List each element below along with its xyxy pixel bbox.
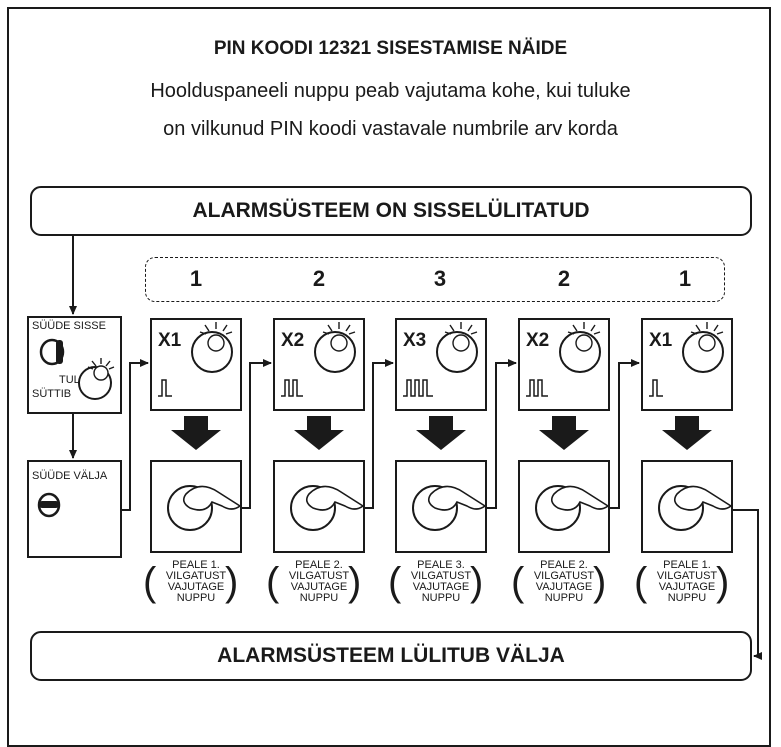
connector-end bbox=[733, 509, 762, 660]
big-down-arrow-icon bbox=[171, 416, 221, 450]
connector-2-3 bbox=[365, 359, 394, 509]
blink-led-icon bbox=[330, 334, 348, 352]
caption-paren-open-5: ( bbox=[634, 560, 648, 604]
pulse-signal-icon bbox=[281, 379, 303, 397]
caption-paren-close-5: ) bbox=[716, 560, 730, 604]
blink-count-3: X3 bbox=[403, 330, 427, 351]
blink-count-1: X1 bbox=[158, 330, 182, 351]
pin-digit-5: 1 bbox=[678, 266, 692, 291]
subtitle-line-1: Hoolduspaneeli nuppu peab vajutama kohe,… bbox=[150, 80, 631, 102]
pin-digit-3: 3 bbox=[433, 266, 447, 291]
finger-icon bbox=[427, 485, 487, 511]
blink-count-4: X2 bbox=[526, 330, 550, 351]
connector-4-5 bbox=[610, 359, 640, 509]
pin-digit-2: 2 bbox=[312, 266, 326, 291]
caption-paren-open-4: ( bbox=[511, 560, 525, 604]
diagram-title: PIN KOODI 12321 SISESTAMISE NÄIDE bbox=[213, 38, 568, 59]
blink-led-icon bbox=[452, 334, 470, 352]
light-label-1: TULI bbox=[59, 374, 83, 386]
blink-count-5: X1 bbox=[649, 330, 673, 351]
light-rays-icon bbox=[690, 322, 724, 335]
pin-digit-1: 1 bbox=[189, 266, 203, 291]
light-label-2: SÜTTIB bbox=[32, 388, 72, 400]
caption-paren-close-3: ) bbox=[470, 560, 484, 604]
lit-button-icon bbox=[78, 358, 115, 400]
finger-icon bbox=[673, 485, 733, 511]
key-off-icon bbox=[37, 492, 61, 518]
big-down-arrows bbox=[171, 416, 712, 450]
pin-digits-frame bbox=[145, 257, 725, 302]
pulse-signal-icon bbox=[403, 379, 433, 397]
caption-paren-close-1: ) bbox=[225, 560, 239, 604]
pin-digit-4: 2 bbox=[557, 266, 571, 291]
blink-led-icon bbox=[207, 334, 225, 352]
caption-paren-close-2: ) bbox=[348, 560, 362, 604]
light-rays-icon bbox=[567, 322, 601, 335]
blink-led-icon bbox=[575, 334, 593, 352]
light-rays-icon bbox=[444, 322, 478, 335]
big-down-arrow-icon bbox=[294, 416, 344, 450]
pulse-signal-icon bbox=[649, 379, 663, 397]
connector-start bbox=[122, 359, 149, 511]
big-down-arrow-icon bbox=[662, 416, 712, 450]
finger-icon bbox=[305, 485, 365, 511]
blink-led-icon bbox=[698, 334, 716, 352]
light-rays-icon bbox=[199, 322, 233, 335]
alarm-on-bar: ALARMSÜSTEEM ON SISSELÜLITATUD bbox=[30, 186, 752, 236]
ignition-on-label: SÜÜDE SISSE bbox=[32, 320, 106, 332]
caption-paren-open-3: ( bbox=[388, 560, 402, 604]
ignition-off-label: SÜÜDE VÄLJA bbox=[32, 470, 108, 482]
connector-3-4 bbox=[487, 359, 517, 509]
finger-icon bbox=[182, 485, 242, 511]
pulse-signal-icon bbox=[158, 379, 172, 397]
caption-paren-open-1: ( bbox=[143, 560, 157, 604]
finger-icon bbox=[550, 485, 610, 511]
subtitle-line-2: on vilkunud PIN koodi vastavale numbrile… bbox=[163, 118, 618, 140]
key-on-icon bbox=[39, 338, 65, 366]
big-down-arrow-icon bbox=[416, 416, 466, 450]
light-rays-icon bbox=[322, 322, 356, 335]
connector-1-2 bbox=[242, 359, 272, 509]
big-down-arrow-icon bbox=[539, 416, 589, 450]
alarm-off-bar: ALARMSÜSTEEM LÜLITUB VÄLJA bbox=[30, 631, 752, 681]
caption-paren-close-4: ) bbox=[593, 560, 607, 604]
pulse-signal-icon bbox=[526, 379, 548, 397]
blink-count-2: X2 bbox=[281, 330, 305, 351]
diagram-graphics bbox=[37, 236, 762, 660]
caption-paren-open-2: ( bbox=[266, 560, 280, 604]
